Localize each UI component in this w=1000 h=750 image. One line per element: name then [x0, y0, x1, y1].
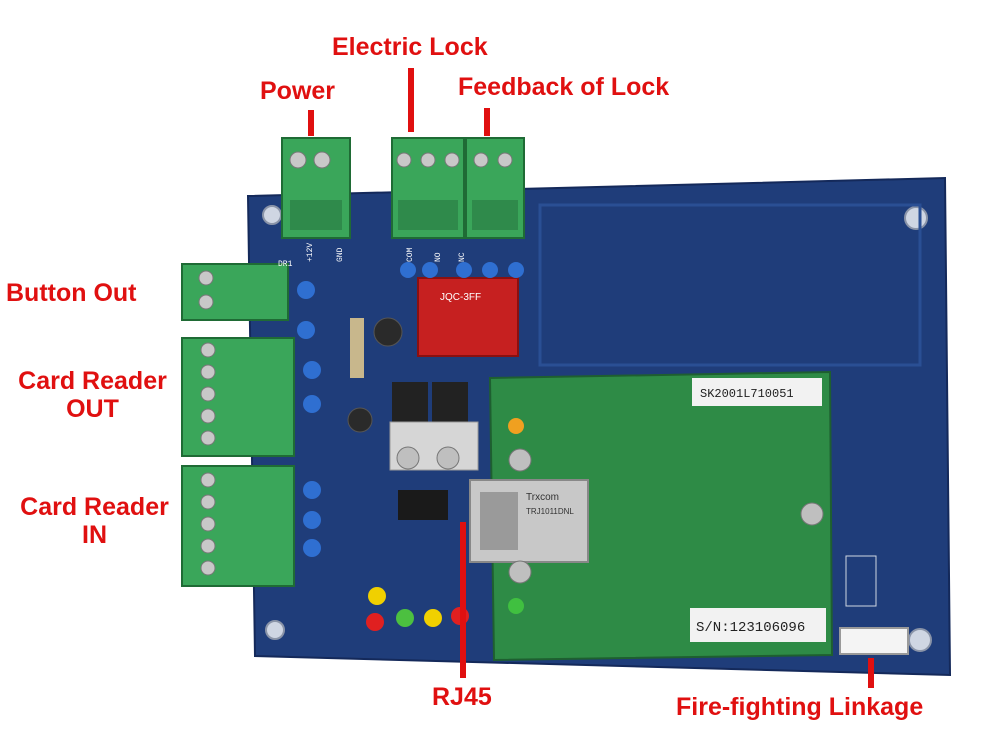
- silk-nc: NC: [458, 252, 467, 262]
- antenna-trace: [538, 203, 922, 367]
- mounting-hole: [908, 628, 932, 652]
- silk-gnd: GND: [336, 247, 345, 262]
- silk-plus12v: +12V: [306, 243, 315, 262]
- serial-sticker: [690, 608, 826, 642]
- led-orange: [508, 418, 524, 434]
- screw: [396, 446, 420, 470]
- capacitor: [347, 407, 373, 433]
- ic-chip: [398, 490, 448, 520]
- silk-com: COM: [406, 247, 415, 262]
- screw: [436, 446, 460, 470]
- led-yellow: [424, 609, 442, 627]
- label-power: Power: [260, 77, 336, 105]
- electric-lock-terminal: [391, 137, 465, 239]
- fire-module: [845, 555, 877, 607]
- mounting-hole: [262, 205, 282, 225]
- network-board: [488, 370, 834, 662]
- pointer-power: [308, 110, 314, 136]
- label-card-reader-in: Card Reader IN: [2, 493, 187, 549]
- led-green: [396, 609, 414, 627]
- screw: [508, 560, 532, 584]
- fire-linkage-connector: [839, 627, 909, 655]
- pointer-feedback: [484, 108, 490, 136]
- mounting-hole: [265, 620, 285, 640]
- button-out-terminal: [181, 263, 289, 321]
- card-reader-in-terminal: [181, 465, 295, 587]
- sku-sticker-text: SK2001L710051: [700, 387, 794, 401]
- label-rj45: RJ45: [432, 683, 492, 711]
- pointer-electric-lock: [408, 68, 414, 132]
- sku-sticker: [692, 378, 822, 406]
- label-card-reader-out-line2: OUT: [66, 394, 119, 423]
- led-yellow: [368, 587, 386, 605]
- led-red: [366, 613, 384, 631]
- screw: [508, 448, 532, 472]
- silk-no: NO: [434, 252, 443, 262]
- rj45-brand: Trxcom: [526, 492, 559, 503]
- power-terminal: [281, 137, 351, 239]
- label-button-out: Button Out: [6, 279, 137, 307]
- label-fire-fighting-linkage: Fire-fighting Linkage: [676, 693, 924, 721]
- mounting-hole: [904, 206, 928, 230]
- feedback-lock-terminal: [465, 137, 525, 239]
- regulator: [392, 382, 428, 422]
- label-electric-lock: Electric Lock: [332, 33, 488, 61]
- silk-dr1: DR1: [278, 260, 293, 269]
- capacitor: [373, 317, 403, 347]
- serial-sticker-text: S/N:123106096: [696, 620, 805, 636]
- screw: [800, 502, 824, 526]
- label-card-reader-in-line2: IN: [82, 520, 107, 549]
- regulator: [432, 382, 468, 422]
- label-card-reader-in-line1: Card Reader: [20, 493, 169, 521]
- resistor: [350, 318, 364, 378]
- led-green: [508, 598, 524, 614]
- label-feedback-of-lock: Feedback of Lock: [458, 73, 670, 101]
- blue-capacitors: [297, 262, 524, 557]
- rj45-model: TRJ1011DNL: [526, 507, 574, 516]
- card-reader-out-terminal: [181, 337, 295, 457]
- pointer-fire-linkage: [868, 658, 874, 688]
- label-card-reader-out-line1: Card Reader: [18, 367, 167, 395]
- pointer-rj45: [460, 522, 466, 678]
- label-card-reader-out: Card Reader OUT: [0, 367, 185, 423]
- relay-brand: JQC-3FF: [440, 292, 481, 303]
- relay: [417, 277, 519, 357]
